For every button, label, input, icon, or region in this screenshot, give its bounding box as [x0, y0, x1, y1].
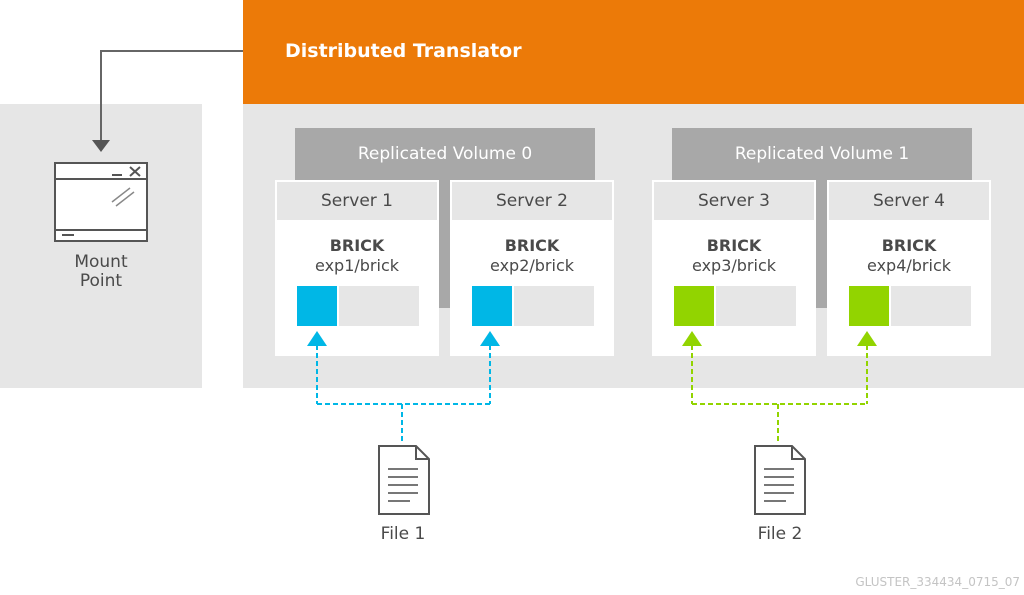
mount-point-line2: Point — [79, 271, 123, 291]
volume-label: Replicated Volume 0 — [357, 144, 533, 164]
brick-square-green — [849, 286, 889, 326]
brick-path: exp1/brick — [315, 256, 399, 275]
brick-path: exp4/brick — [867, 256, 951, 275]
figure-code: GLUSTER_334434_0715_07 — [855, 575, 1020, 589]
server-name: Server 3 — [654, 182, 814, 220]
server-card-2: Server 2 BRICK exp2/brick — [450, 180, 614, 356]
arrow-down-icon — [92, 140, 110, 152]
brick-path: exp3/brick — [692, 256, 776, 275]
server-name: Server 2 — [452, 182, 612, 220]
brick-path: exp2/brick — [490, 256, 574, 275]
server-name: Server 1 — [277, 182, 437, 220]
brick-slot — [891, 286, 971, 326]
server-card-4: Server 4 BRICK exp4/brick — [827, 180, 991, 356]
mount-point-line1: Mount — [74, 252, 128, 272]
brick-label: BRICK — [329, 236, 385, 255]
brick-label: BRICK — [706, 236, 762, 255]
mount-point-label: Mount Point — [0, 253, 202, 291]
file-2-connector — [691, 345, 868, 444]
brick-square-green — [674, 286, 714, 326]
file-1-connector — [316, 345, 491, 444]
document-icon — [378, 445, 430, 515]
window-icon — [54, 162, 148, 242]
arrow-up-icon — [682, 331, 702, 346]
document-icon — [754, 445, 806, 515]
brick-slot — [339, 286, 419, 326]
brick-square-blue — [297, 286, 337, 326]
file-1-label: File 1 — [380, 524, 426, 544]
server-card-1: Server 1 BRICK exp1/brick — [275, 180, 439, 356]
arrow-up-icon — [857, 331, 877, 346]
server-card-3: Server 3 BRICK exp3/brick — [652, 180, 816, 356]
volume-label: Replicated Volume 1 — [734, 144, 910, 164]
server-name: Server 4 — [829, 182, 989, 220]
brick-label: BRICK — [504, 236, 560, 255]
brick-slot — [716, 286, 796, 326]
brick-label: BRICK — [881, 236, 937, 255]
arrow-up-icon — [480, 331, 500, 346]
brick-square-blue — [472, 286, 512, 326]
file-2-label: File 2 — [757, 524, 803, 544]
arrow-up-icon — [307, 331, 327, 346]
header-title: Distributed Translator — [285, 40, 522, 62]
distributed-translator-header — [243, 0, 1024, 104]
brick-slot — [514, 286, 594, 326]
